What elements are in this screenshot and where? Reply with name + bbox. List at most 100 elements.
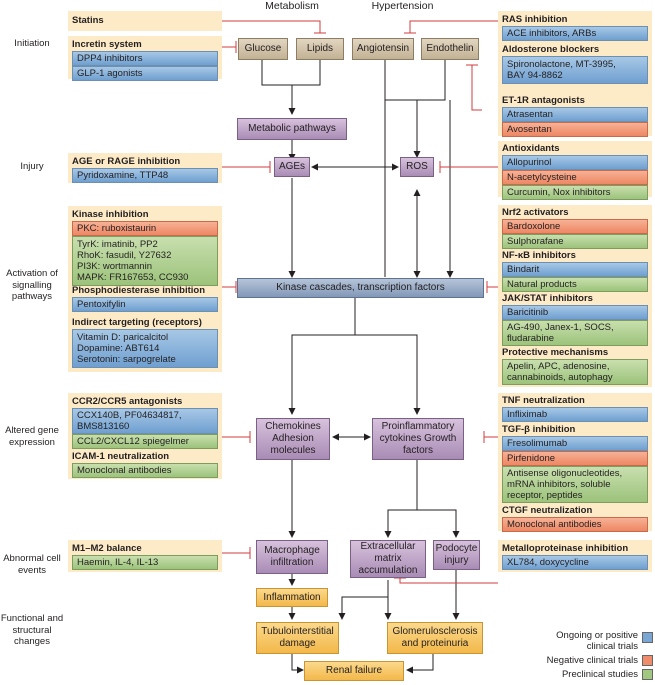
nfkb-list: Bindarit Natural products — [502, 262, 648, 292]
tgfb-green-item: mRNA inhibitors, soluble — [507, 479, 611, 490]
pde-list: Pentoxifylin — [72, 297, 218, 312]
protective-item: Apelin, APC, adenosine, — [507, 361, 610, 372]
legend-ongoing-swatch — [642, 632, 653, 643]
indirect-item: Vitamin D: paricalcitol — [77, 332, 169, 343]
et1r-list: Atrasentan Avosentan — [502, 107, 648, 137]
tnf-list: Infliximab — [502, 407, 648, 422]
panel-m1m2: M1–M2 balance Haemin, IL-4, IL-13 — [68, 540, 222, 572]
incretin-item: GLP-1 agonists — [72, 66, 218, 81]
legend-ongoing-label: Ongoing or positive clinical trials — [556, 630, 638, 652]
ras-item: ACE inhibitors, ARBs — [502, 26, 648, 41]
mmp-title: Metalloproteinase inhibition — [502, 543, 629, 554]
aldo-title: Aldosterone blockers — [502, 44, 600, 55]
nrf2-title: Nrf2 activators — [502, 207, 569, 218]
kinase-green-group: TyrK: imatinib, PP2 RhoK: fasudil, Y2763… — [72, 236, 218, 286]
legend-preclinical-label: Preclinical studies — [561, 669, 638, 680]
tgfb-title: TGF-β inhibition — [502, 424, 576, 435]
panel-incretin: Incretin system DPP4 inhibitors GLP-1 ag… — [68, 36, 222, 81]
ccr-title: CCR2/CCR5 antagonists — [72, 396, 183, 407]
nrf2-list: Bardoxolone Sulphorafane — [502, 219, 648, 249]
legend-negative-swatch — [642, 655, 653, 666]
tnf-blue-item: Infliximab — [502, 407, 648, 422]
incretin-list: DPP4 inhibitors GLP-1 agonists — [72, 51, 218, 81]
panel-ccr: CCR2/CCR5 antagonists CCX140B, PF0463481… — [68, 393, 222, 479]
protective-list: Apelin, APC, adenosine, cannabinoids, au… — [502, 359, 648, 385]
node-ages: AGEs — [274, 157, 310, 177]
tgfb-green-item: receptor, peptides — [507, 490, 583, 501]
kinase-inhibition-title: Kinase inhibition — [72, 209, 149, 220]
node-chemokines: Chemokines Adhesion molecules — [256, 418, 330, 460]
panel-ras-aldo: RAS inhibition ACE inhibitors, ARBs Aldo… — [498, 11, 652, 93]
indirect-title: Indirect targeting (receptors) — [72, 317, 202, 328]
age-title: AGE or RAGE inhibition — [72, 156, 181, 167]
panel-mmp: Metalloproteinase inhibition XL784, doxy… — [498, 540, 652, 572]
aldo-list: Spironolactone, MT-3995, BAY 94-8862 — [502, 56, 648, 84]
jak-title: JAK/STAT inhibitors — [502, 293, 593, 304]
aldo-group: Spironolactone, MT-3995, BAY 94-8862 — [502, 56, 648, 84]
icam-item: Monoclonal antibodies — [72, 463, 218, 478]
panel-age: AGE or RAGE inhibition Pyridoxamine, TTP… — [68, 153, 222, 183]
node-glucose: Glucose — [238, 38, 288, 60]
mmp-list: XL784, doxycycline — [502, 555, 648, 570]
node-kinase-cascades: Kinase cascades, transcription factors — [237, 278, 484, 298]
pde-item: Pentoxifylin — [72, 297, 218, 312]
antiox-red-item: N-acetylcysteine — [502, 170, 648, 185]
legend: Ongoing or positive clinical trials Nega… — [525, 630, 653, 680]
ctgf-red-item: Monoclonal antibodies — [502, 517, 648, 532]
jak-blue-item: Baricitinib — [502, 305, 648, 320]
node-endothelin: Endothelin — [421, 38, 479, 60]
node-cytokines: Proinflammatory cytokines Growth factors — [372, 418, 464, 460]
node-glomerulosclerosis: Glomerulosclerosis and proteinuria — [387, 622, 483, 654]
node-macrophage: Macrophage infiltration — [256, 540, 328, 574]
node-podocyte: Podocyte injury — [433, 540, 480, 570]
tgfb-green-group: Antisense oligonucleotides, mRNA inhibit… — [502, 466, 648, 503]
ras-list: ACE inhibitors, ARBs — [502, 26, 648, 41]
kinase-green-item: PI3K: wortmannin — [77, 261, 152, 272]
panel-signalling-right: Nrf2 activators Bardoxolone Sulphorafane… — [498, 205, 652, 387]
nfkb-blue-item: Bindarit — [502, 262, 648, 277]
age-list: Pyridoxamine, TTP48 — [72, 168, 218, 183]
node-inflammation: Inflammation — [256, 588, 328, 607]
antiox-title: Antioxidants — [502, 143, 560, 154]
node-ecm: Extracellular matrix accumulation — [350, 540, 426, 578]
tgfb-blue-item: Fresolimumab — [502, 436, 648, 451]
et1r-red-item: Avosentan — [502, 122, 648, 137]
node-angiotensin: Angiotensin — [352, 38, 414, 60]
kinase-inhibition-list: PKC: ruboxistaurin TyrK: imatinib, PP2 R… — [72, 221, 218, 286]
et1r-title: ET-1R antagonists — [502, 95, 585, 106]
legend-negative-label: Negative clinical trials — [546, 655, 638, 666]
stage-altered: Altered gene expression — [5, 425, 59, 448]
m1m2-title: M1–M2 balance — [72, 543, 142, 554]
jak-green-group: AG-490, Janex-1, SOCS, fludarabine — [502, 320, 648, 346]
et1r-blue-item: Atrasentan — [502, 107, 648, 122]
kinase-red-item: PKC: ruboxistaurin — [72, 221, 218, 236]
ccr-blue-item: BMS813160 — [77, 421, 130, 432]
statins-title: Statins — [72, 15, 104, 26]
jak-list: Baricitinib AG-490, Janex-1, SOCS, fluda… — [502, 305, 648, 346]
antiox-blue-item: Allopurinol — [502, 155, 648, 170]
legend-preclinical-swatch — [642, 669, 653, 680]
incretin-title: Incretin system — [72, 39, 142, 50]
indirect-item: Serotonin: sarpogrelate — [77, 354, 176, 365]
stage-functional: Functional and structural changes — [0, 613, 64, 647]
aldo-item: BAY 94-8862 — [507, 70, 563, 81]
ccr-blue-group: CCX140B, PF04634817, BMS813160 — [72, 408, 218, 434]
ccr-blue-item: CCX140B, PF04634817, — [77, 410, 182, 421]
protective-item: cannabinoids, autophagy — [507, 372, 613, 383]
kinase-green-item: MAPK: FR167653, CC930 — [77, 272, 189, 283]
stage-injury: Injury — [20, 161, 44, 172]
panel-kinase-inhibition: Kinase inhibition PKC: ruboxistaurin Tyr… — [68, 206, 222, 372]
node-metabolic-pathways: Metabolic pathways — [237, 118, 347, 140]
panel-antioxidants: Antioxidants Allopurinol N-acetylcystein… — [498, 141, 652, 200]
panel-statins: Statins — [68, 11, 222, 31]
tgfb-green-item: Antisense oligonucleotides, — [507, 468, 623, 479]
nfkb-title: NF-κB inhibitors — [502, 250, 576, 261]
indirect-list: Vitamin D: paricalcitol Dopamine: ABT614… — [72, 329, 218, 368]
icam-title: ICAM-1 neutralization — [72, 451, 170, 462]
incretin-item: DPP4 inhibitors — [72, 51, 218, 66]
kinase-green-item: RhoK: fasudil, Y27632 — [77, 250, 172, 261]
aldo-item: Spironolactone, MT-3995, — [507, 59, 616, 70]
antiox-green-item: Curcumin, Nox inhibitors — [502, 185, 648, 200]
nrf2-red-item: Bardoxolone — [502, 219, 648, 234]
